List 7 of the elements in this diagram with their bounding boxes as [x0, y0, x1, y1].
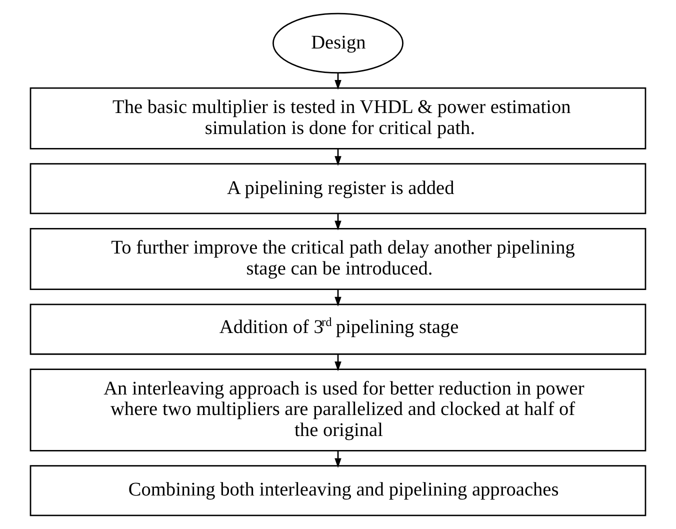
- node-box: Combining both interleaving and pipelining approaches: [30, 465, 646, 516]
- node-box: To further improve the critical path delay another pipelining stage can be introduced.: [30, 228, 646, 290]
- node-box: An interleaving approach is used for better reduction in power where two multipliers are parallelized and clocked at half of the original: [30, 368, 646, 452]
- node-box: The basic multiplier is tested in VHDL & power estimation simulation is done for critical path.: [30, 87, 646, 150]
- node-ellipse: Design: [272, 12, 404, 74]
- node-box: A pipelining register is added: [30, 163, 646, 214]
- node-box: Addition of 3$^{rd}$ pipelining stage: [30, 304, 646, 355]
